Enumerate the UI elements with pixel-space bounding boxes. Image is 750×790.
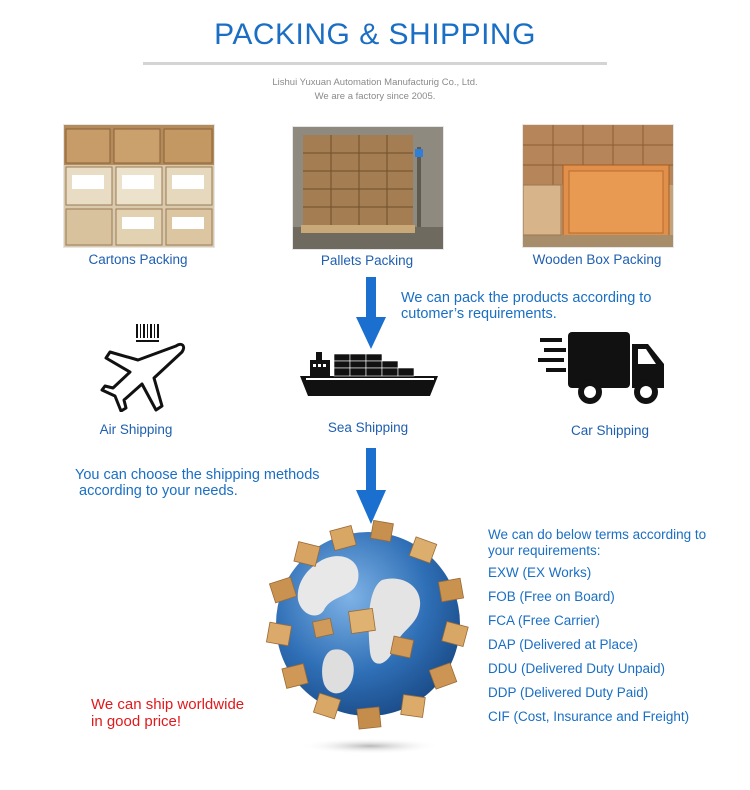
worldwide-line1: We can ship worldwide [91,696,245,713]
car-shipping-label: Car Shipping [570,423,650,438]
pallets-photo [292,126,444,250]
factory-since: We are a factory since 2005. [314,91,436,102]
truck-icon [538,332,664,404]
term-item: FOB (Free on Board) [488,589,615,604]
terms-list: EXW (EX Works) FOB (Free on Board) FCA (… [488,561,689,729]
term-item: DDU (Delivered Duty Unpaid) [488,661,666,676]
globe-boxes-image [265,520,469,754]
terms-heading-line2: your requirements: [488,543,601,558]
title-divider [143,62,607,65]
wooden-box-photo [522,124,674,248]
term-item: DAP (Delivered at Place) [488,637,638,652]
cartons-photo [63,124,215,248]
term-item: CIF (Cost, Insurance and Freight) [488,709,690,724]
worldwide-line2: in good price! [91,713,182,730]
term-item: DDP (Delivered Duty Paid) [488,685,649,700]
terms-heading-line1: We can do below terms according to [488,527,707,542]
ship-icon [300,352,438,396]
airplane-icon [100,324,186,412]
pack-note-line2: cutomer’s requirements. [401,306,557,322]
pack-note-line1: We can pack the products according to [401,290,652,306]
down-arrow-icon [356,448,386,524]
cartons-packing-label: Cartons Packing [88,252,188,267]
page-title: PACKING & SHIPPING [214,18,536,51]
sea-shipping-label: Sea Shipping [327,420,409,435]
term-item: EXW (EX Works) [488,565,592,580]
ship-note-line2: according to your needs. [79,483,238,499]
pallets-packing-label: Pallets Packing [320,253,414,268]
term-item: FCA (Free Carrier) [488,613,600,628]
wooden-box-packing-label: Wooden Box Packing [532,252,662,267]
air-shipping-label: Air Shipping [99,422,173,437]
ship-note-line1: You can choose the shipping methods [75,467,320,483]
down-arrow-icon [356,277,386,349]
company-name: Lishui Yuxuan Automation Manufacturig Co… [272,77,478,88]
